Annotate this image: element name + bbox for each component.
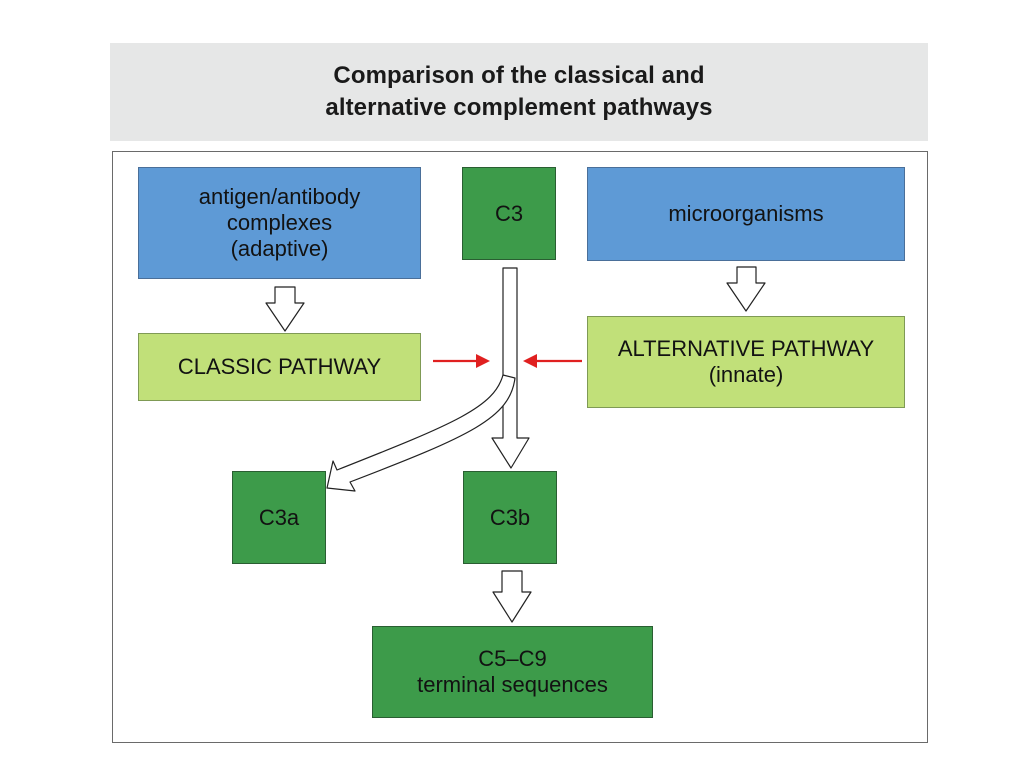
terminal-line-2: terminal sequences [417,672,608,697]
classic-pathway-box: CLASSIC PATHWAY [138,333,421,401]
title-line-2: alternative complement pathways [325,94,713,121]
c3-label: C3 [494,200,524,226]
c3b-box: C3b [463,471,557,564]
antigen-line-2: complexes [226,210,333,235]
alternative-line-2: (innate) [708,362,784,387]
arrow-c3b-to-terminal [492,570,532,623]
arrow-antigen-to-classic [265,286,305,332]
c3-box: C3 [462,167,556,260]
terminal-sequences-box: C5–C9 terminal sequences [372,626,653,718]
title-line-1: Comparison of the classical and [333,62,705,89]
c3a-box: C3a [232,471,326,564]
antigen-line-3: (adaptive) [230,236,329,261]
antigen-antibody-box: antigen/antibody complexes (adaptive) [138,167,421,279]
red-arrowhead-alternative [523,354,537,368]
arrow-micro-to-alternative [726,266,766,312]
arrow-c3-to-c3a [326,374,516,492]
microorganisms-box: microorganisms [587,167,905,261]
terminal-line-1: C5–C9 [478,646,547,671]
c3b-label: C3b [489,504,531,530]
alternative-line-1: ALTERNATIVE PATHWAY [617,336,875,361]
red-arrowhead-classic [476,354,490,368]
microorganisms-label: microorganisms [668,201,824,226]
alternative-pathway-box: ALTERNATIVE PATHWAY (innate) [587,316,905,408]
classic-pathway-label: CLASSIC PATHWAY [177,354,382,379]
antigen-line-1: antigen/antibody [198,184,361,209]
c3a-label: C3a [258,504,300,530]
arrow-c3-to-c3b [491,267,530,469]
title-banner: Comparison of the classical and alternat… [110,43,928,141]
